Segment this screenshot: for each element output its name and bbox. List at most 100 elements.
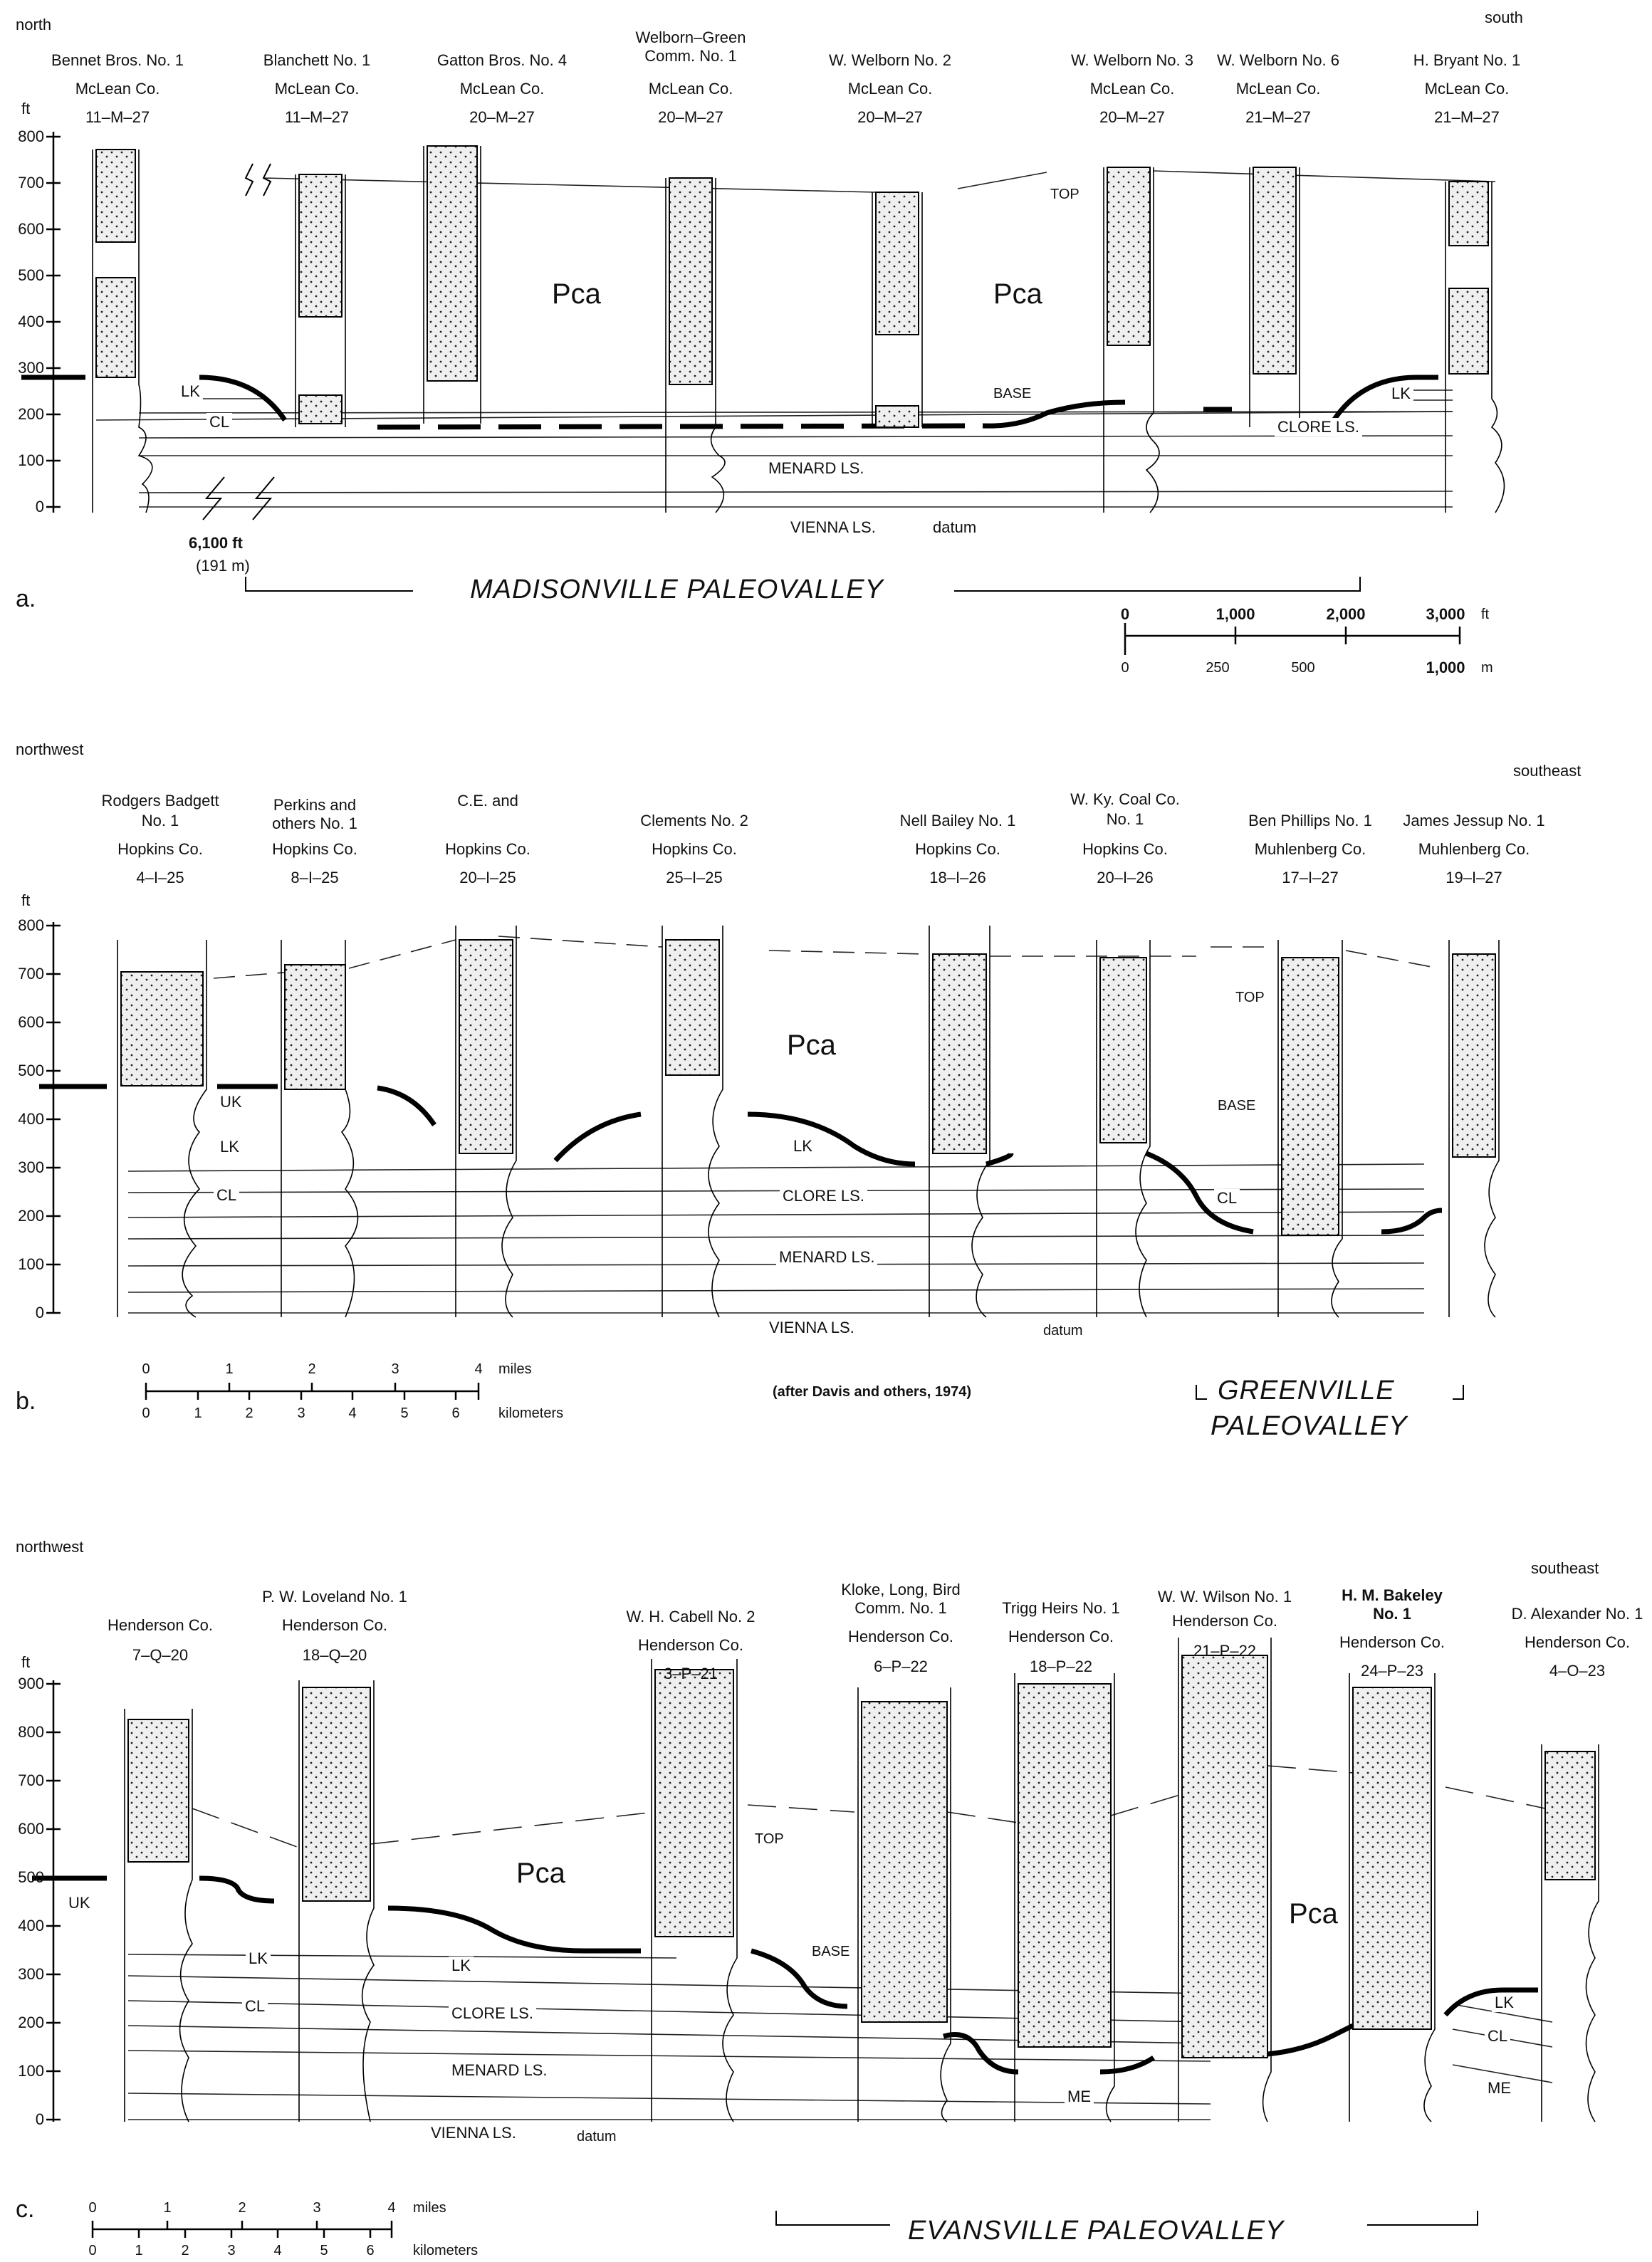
well-location: 20–M–27 <box>857 108 923 127</box>
scale-tick-label: 1 <box>225 1360 233 1378</box>
tick-label: 700 <box>18 1771 44 1790</box>
unit-label-clore: CLORE LS. <box>780 1187 867 1205</box>
scale-tick-label: 4 <box>474 1360 482 1378</box>
paleovalley-name: EVANSVILLE PALEOVALLEY <box>908 2221 1284 2240</box>
well-name: Rodgers Badgett <box>101 792 219 810</box>
cross-section-a: north south ft 800 700 600 500 400 300 2… <box>0 0 1652 712</box>
well-name: Perkins and <box>273 796 356 815</box>
well-county: Henderson Co. <box>108 1616 213 1635</box>
unit-label-me: ME <box>1485 2079 1514 2098</box>
direction-northwest: northwest <box>16 740 83 759</box>
well-location: 7–Q–20 <box>132 1646 188 1665</box>
panel-label-c: c. <box>16 2200 34 2219</box>
tick-label: 100 <box>18 451 44 470</box>
tick-label: 600 <box>18 220 44 239</box>
tick-label: 800 <box>18 127 44 146</box>
scale-unit-ft: ft <box>1481 605 1489 624</box>
well-name: James Jessup No. 1 <box>1403 812 1544 830</box>
unit-label-lk: LK <box>449 1957 474 1975</box>
unit-label-lk: LK <box>246 1949 271 1968</box>
scale-tick-label: 5 <box>320 2241 328 2260</box>
datum-label: datum <box>577 2127 617 2146</box>
well-county: McLean Co. <box>275 80 360 98</box>
unit-label-uk: UK <box>66 1894 93 1912</box>
tick-label: 400 <box>18 313 44 331</box>
unit-label-lk: LK <box>178 382 203 401</box>
well-location: 4–O–23 <box>1549 1662 1605 1680</box>
well-name: Welborn–Green Comm. No. 1 <box>623 28 758 66</box>
axis-unit: ft <box>21 891 30 910</box>
scale-tick-label: 0 <box>88 2199 96 2217</box>
paleovalley-name: GREENVILLE <box>1218 1381 1395 1400</box>
axis-unit: ft <box>21 100 30 118</box>
scale-tick-label: 3,000 <box>1426 605 1465 624</box>
well-name: Blanchett No. 1 <box>263 51 370 70</box>
unit-label-me: ME <box>1065 2088 1094 2106</box>
tick-label: 0 <box>36 1304 44 1322</box>
tick-label: 300 <box>18 1965 44 1984</box>
unit-label-menard: MENARD LS. <box>449 2061 550 2080</box>
well-name-line2: No. 1 <box>1373 1605 1411 1623</box>
tick-label: 900 <box>18 1675 44 1693</box>
direction-southeast: southeast <box>1531 1559 1599 1578</box>
well-location: 20–M–27 <box>658 108 723 127</box>
well-county: Hopkins Co. <box>117 840 203 859</box>
unit-label-uk: UK <box>217 1093 245 1111</box>
well-name-line2: No. 1 <box>142 812 179 830</box>
well-name: Clements No. 2 <box>640 812 748 830</box>
tick-label: 600 <box>18 1820 44 1838</box>
well-name: Trigg Heirs No. 1 <box>1002 1599 1119 1618</box>
well-county: Henderson Co. <box>1008 1628 1114 1646</box>
scale-unit-miles: miles <box>413 2199 446 2217</box>
well-county: McLean Co. <box>460 80 545 98</box>
unit-label-lk: LK <box>1492 1994 1517 2012</box>
well-location: 11–M–27 <box>285 108 349 127</box>
scale-tick-label: 2,000 <box>1326 605 1365 624</box>
scale-tick-label: 4 <box>387 2199 395 2217</box>
scale-tick-label: 250 <box>1206 659 1229 677</box>
scale-tick-label: 500 <box>1291 659 1314 677</box>
unit-label-menard: MENARD LS. <box>765 459 867 478</box>
well-location: 6–P–22 <box>874 1658 928 1676</box>
base-label: BASE <box>1218 1096 1255 1115</box>
well-location: 17–I–27 <box>1282 869 1339 887</box>
well-name: W. W. Wilson No. 1 <box>1158 1588 1292 1606</box>
tick-label: 100 <box>18 2062 44 2080</box>
cross-section-b-graphics <box>0 733 1652 1445</box>
unit-label-vienna: VIENNA LS. <box>790 518 876 537</box>
top-label: TOP <box>1235 988 1265 1007</box>
unit-label-cl: CL <box>1485 2027 1510 2046</box>
scale-tick-label: 3 <box>227 2241 235 2260</box>
cross-section-b: northwest southeast ft 800 700 600 500 4… <box>0 733 1652 1445</box>
scale-tick-label: 0 <box>88 2241 96 2260</box>
unit-label-pca: Pca <box>516 1864 565 1883</box>
well-name: W. Welborn No. 3 <box>1071 51 1193 70</box>
scale-tick-label: 1,000 <box>1426 659 1465 677</box>
well-location: 20–M–27 <box>1099 108 1165 127</box>
scale-unit-m: m <box>1481 659 1493 677</box>
well-name: W. Ky. Coal Co. <box>1070 790 1180 809</box>
tick-label: 800 <box>18 1723 44 1742</box>
tick-label: 300 <box>18 1158 44 1177</box>
well-county: McLean Co. <box>1236 80 1321 98</box>
scale-tick-label: 2 <box>238 2199 246 2217</box>
direction-northwest: northwest <box>16 1538 83 1556</box>
tick-label: 200 <box>18 1207 44 1225</box>
base-label: BASE <box>812 1942 849 1961</box>
scale-unit-kilometers: kilometers <box>498 1404 563 1423</box>
top-label: TOP <box>755 1830 784 1848</box>
well-location: 24–P–23 <box>1361 1662 1423 1680</box>
cross-section-c: northwest southeast ft 900 800 700 600 5… <box>0 1531 1652 2262</box>
well-county: Hopkins Co. <box>272 840 357 859</box>
direction-north: north <box>16 16 51 34</box>
well-name: Gatton Bros. No. 4 <box>437 51 567 70</box>
panel-label-b: b. <box>16 1392 36 1410</box>
well-location: 11–M–27 <box>85 108 150 127</box>
scale-tick-label: 4 <box>273 2241 281 2260</box>
well-name: H. M. Bakeley <box>1342 1586 1443 1605</box>
base-label: BASE <box>993 384 1031 403</box>
scale-tick-label: 4 <box>348 1404 356 1423</box>
scale-tick-label: 3 <box>391 1360 399 1378</box>
well-location: 21–M–27 <box>1434 108 1500 127</box>
unit-label-vienna: VIENNA LS. <box>431 2124 516 2142</box>
